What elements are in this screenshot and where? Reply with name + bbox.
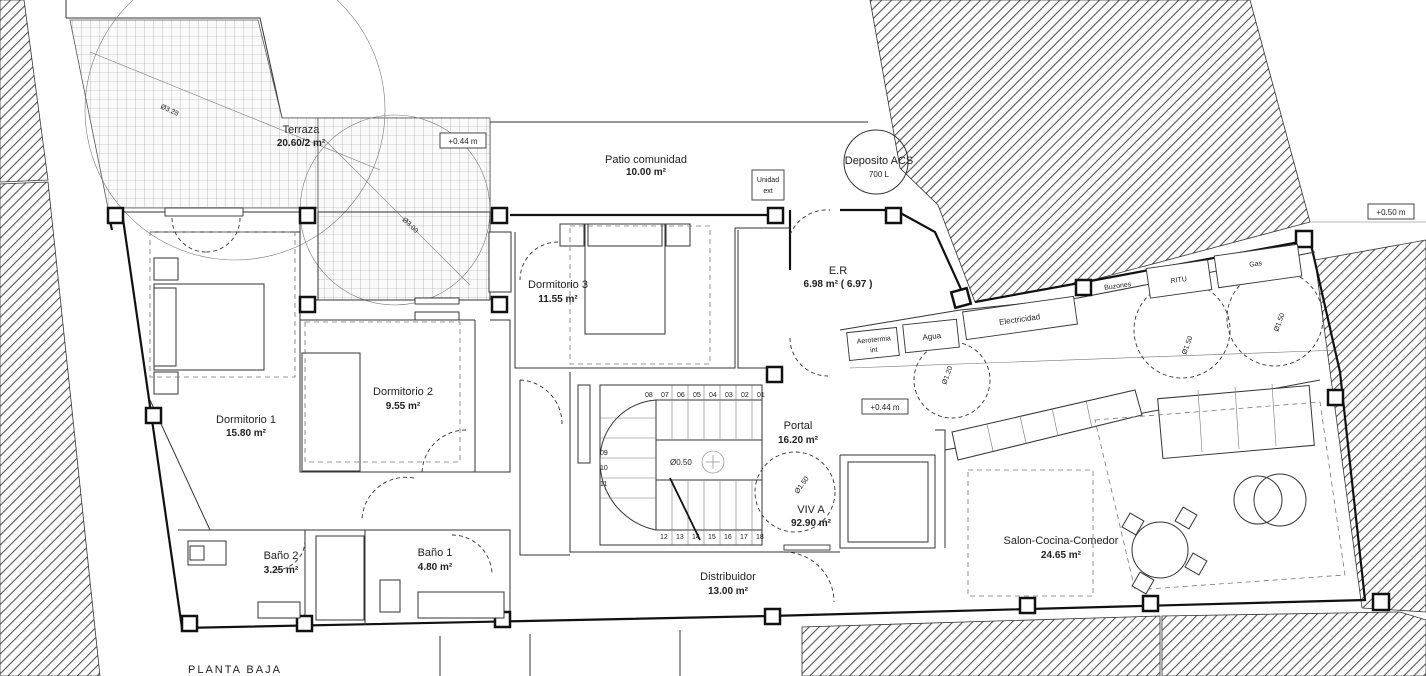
turn-er-dim: Ø1.20 — [941, 365, 954, 385]
step-11: 11 — [600, 481, 607, 488]
stair-step-numbers-side: 09 10 11 — [600, 450, 608, 488]
bano2-area: 3.25 m² — [264, 565, 299, 576]
room-labels: Terraza 20.60/2 m² Patio comunidad 10.00… — [216, 124, 1119, 597]
distribuidor-area: 13.00 m² — [708, 586, 749, 597]
level-street: +0.50 m — [1376, 208, 1405, 217]
step-06: 06 — [677, 392, 685, 399]
portal-area: 16.20 m² — [778, 435, 819, 446]
stair-step-numbers-top: 08 07 06 05 04 03 02 01 — [645, 392, 765, 399]
deposito-name: Deposito ACS — [845, 155, 913, 167]
drawing-title: PLANTA BAJA — [188, 664, 282, 676]
aerotermia-box — [846, 326, 900, 362]
stair-step-numbers-bottom: 12 13 14 15 16 17 18 — [660, 534, 764, 541]
door-swings — [164, 207, 835, 603]
turn-viv-dim: Ø1.50 — [794, 475, 811, 495]
equipment: Unidad ext Aerotermia int Agua Electrici… — [751, 129, 1303, 362]
step-02: 02 — [741, 392, 749, 399]
dormitorio1-name: Dormitorio 1 — [216, 414, 276, 426]
step-07: 07 — [661, 392, 669, 399]
step-12: 12 — [660, 534, 668, 541]
turn-1-dim: Ø1.50 — [1181, 335, 1194, 355]
distribuidor-name: Distribuidor — [700, 571, 756, 583]
step-03: 03 — [725, 392, 733, 399]
terraza-area: 20.60/2 m² — [277, 138, 326, 149]
step-01: 01 — [757, 392, 765, 399]
level-markers: +0.44 m +0.50 m +0.44 m — [439, 132, 1415, 415]
patio-area: 10.00 m² — [626, 167, 667, 178]
step-04: 04 — [709, 392, 717, 399]
viva-area: 92.90 m² — [791, 518, 832, 529]
stair-eye-dimension: Ø0.50 — [670, 458, 692, 467]
er-area: 6.98 m² ( 6.97 ) — [804, 279, 873, 290]
gas-box — [1213, 243, 1303, 289]
buzones-label: Buzones — [1104, 281, 1132, 292]
unidad-ext-label-2: ext — [763, 188, 772, 195]
aerotermia-label-1: Aerotermia — [856, 335, 891, 346]
level-street-box — [1367, 203, 1415, 220]
step-09: 09 — [600, 450, 608, 457]
dormitorio2-name: Dormitorio 2 — [373, 386, 433, 398]
turn-2-dim: Ø1.50 — [1273, 312, 1286, 332]
bano1-area: 4.80 m² — [418, 562, 453, 573]
electricidad-box — [962, 295, 1078, 341]
level-terraza: +0.44 m — [448, 137, 477, 146]
unidad-ext-label-1: Unidad — [757, 177, 779, 184]
agua-box — [902, 318, 960, 354]
staircase: 08 07 06 05 04 03 02 01 09 10 11 12 13 1… — [599, 384, 765, 546]
viva-name: VIV A — [797, 504, 825, 516]
step-16: 16 — [724, 534, 732, 541]
deposito-capacity: 700 L — [869, 170, 890, 179]
gas-label: Gas — [1249, 260, 1263, 269]
ritu-box — [1145, 259, 1213, 299]
deposito-tank — [843, 129, 909, 195]
er-name: E.R — [829, 265, 847, 277]
patio-name: Patio comunidad — [605, 154, 687, 166]
level-portal-box — [861, 398, 909, 415]
aerotermia-label-2: int — [870, 347, 878, 355]
dormitorio1-area: 15.80 m² — [226, 428, 267, 439]
step-13: 13 — [676, 534, 684, 541]
terraza-name: Terraza — [283, 124, 321, 136]
step-05: 05 — [693, 392, 701, 399]
portal-name: Portal — [784, 420, 813, 432]
unidad-ext-box — [751, 169, 785, 201]
bano1-name: Baño 1 — [418, 547, 453, 559]
step-08: 08 — [645, 392, 653, 399]
building-walls — [106, 208, 1367, 630]
dormitorio3-name: Dormitorio 3 — [528, 279, 588, 291]
furniture — [149, 223, 1346, 621]
dormitorio2-area: 9.55 m² — [386, 401, 421, 412]
level-terraza-box — [439, 132, 487, 149]
terrace-area — [69, 0, 491, 306]
step-18: 18 — [756, 534, 764, 541]
ritu-label: RITU — [1170, 276, 1187, 285]
salon-name: Salon-Cocina-Comedor — [1004, 535, 1119, 547]
step-15: 15 — [708, 534, 716, 541]
bano2-name: Baño 2 — [264, 550, 299, 562]
structural-columns — [106, 206, 1391, 633]
step-17: 17 — [740, 534, 748, 541]
agua-label: Agua — [922, 331, 942, 342]
step-10: 10 — [600, 465, 608, 472]
salon-area: 24.65 m² — [1041, 550, 1082, 561]
step-14: 14 — [692, 534, 700, 541]
level-portal: +0.44 m — [870, 403, 899, 412]
dormitorio3-area: 11.55 m² — [538, 294, 578, 305]
